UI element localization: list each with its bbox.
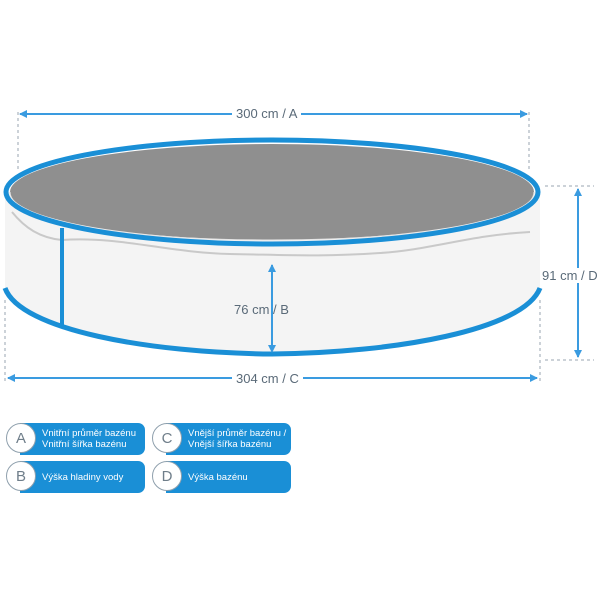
legend-letter-c: C xyxy=(152,423,182,453)
legend-item-b: Výška hladiny vody B xyxy=(6,461,146,493)
legend-bar-a: Vnitřní průměr bazénu Vnitřní šířka bazé… xyxy=(20,423,145,455)
legend-item-a: Vnitřní průměr bazénu Vnitřní šířka bazé… xyxy=(6,423,146,455)
dimension-label-c: 304 cm / C xyxy=(232,371,303,386)
legend-text-c-line1: Vnější průměr bazénu / xyxy=(188,428,287,439)
legend-item-d: Výška bazénu D xyxy=(152,461,292,493)
water-line xyxy=(61,231,531,257)
pool-floor xyxy=(10,144,534,240)
legend-item-c: Vnější průměr bazénu / Vnější šířka bazé… xyxy=(152,423,292,455)
legend-text-b-line1: Výška hladiny vody xyxy=(42,471,124,483)
pool-top-rim xyxy=(3,137,541,247)
legend-bar-d: Výška bazénu xyxy=(166,461,291,493)
legend-bar-b: Výška hladiny vody xyxy=(20,461,145,493)
legend-bar-c: Vnější průměr bazénu / Vnější šířka bazé… xyxy=(166,423,291,455)
legend-text-a-line2: Vnitřní šířka bazénu xyxy=(42,439,127,450)
legend-text-d-line1: Výška bazénu xyxy=(188,471,248,483)
legend-letter-a: A xyxy=(6,423,36,453)
legend-letter-d: D xyxy=(152,461,182,491)
pool-bottom-rim xyxy=(2,286,543,357)
water-line-left xyxy=(11,211,63,241)
legend-text-c-line2: Vnější šířka bazénu xyxy=(188,439,272,450)
legend-text-a-line1: Vnitřní průměr bazénu xyxy=(42,428,136,439)
dimension-label-b: 76 cm / B xyxy=(234,302,289,317)
dimension-label-d: 91 cm / D xyxy=(540,268,600,283)
legend-letter-b: B xyxy=(6,461,36,491)
dimension-label-a: 300 cm / A xyxy=(232,106,302,121)
